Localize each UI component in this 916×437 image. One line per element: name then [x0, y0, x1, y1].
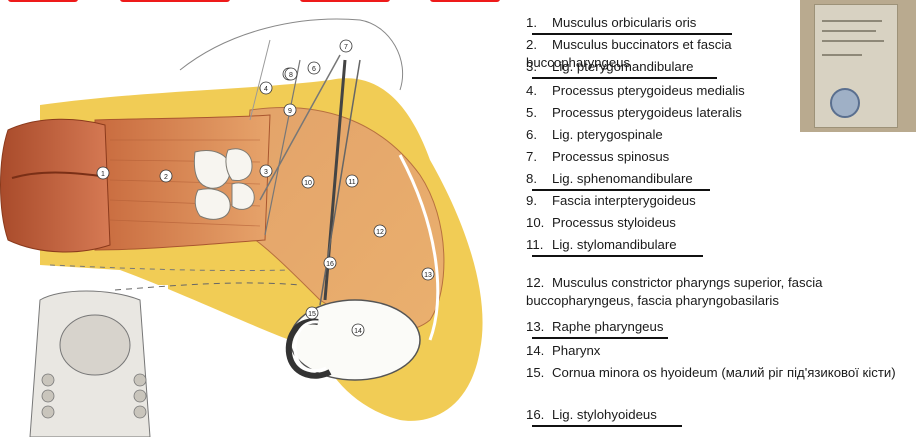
figure-label: 11: [348, 179, 355, 186]
legend-item: 12.Musculus constrictor pharyngs superio…: [526, 274, 906, 310]
figure-label: 7: [344, 44, 348, 51]
legend-item: 4.Processus pterygoideus medialis: [526, 82, 745, 100]
legend-text: Cornua minora os hyoideum (малий ріг під…: [552, 365, 896, 380]
legend-number: 6.: [526, 126, 552, 144]
legend-number: 3.: [526, 58, 552, 76]
legend-text: Processus spinosus: [552, 149, 669, 164]
legend-underline: [532, 189, 710, 191]
figure-label: 15: [308, 311, 316, 318]
buccinator-muscle: [95, 115, 270, 250]
legend-item: 7.Processus spinosus: [526, 148, 669, 166]
figure-label: 3: [264, 169, 268, 176]
figure-label: 10: [304, 180, 312, 187]
legend-item: 14.Pharynx: [526, 342, 600, 360]
legend-item: 16.Lig. stylohyoideus: [526, 406, 657, 424]
orbicularis-oris: [1, 119, 111, 252]
legend-underline: [532, 337, 668, 339]
legend-text: Lig. stylomandibulare: [552, 237, 677, 252]
legend-text: Musculus orbicularis oris: [552, 15, 696, 30]
legend-item: 10.Processus styloideus: [526, 214, 676, 232]
figure-label: 6: [312, 66, 316, 73]
legend-number: 4.: [526, 82, 552, 100]
legend-number: 8.: [526, 170, 552, 188]
figure-label: 13: [424, 272, 432, 279]
legend-item: 5.Processus pterygoideus lateralis: [526, 104, 742, 122]
legend-item: 1.Musculus orbicularis oris: [526, 14, 696, 32]
legend-number: 9.: [526, 192, 552, 210]
legend-number: 16.: [526, 406, 552, 424]
figure-label: 1: [101, 171, 105, 178]
legend-item: 13.Raphe pharyngeus: [526, 318, 663, 336]
legend-item: 6.Lig. pterygospinale: [526, 126, 663, 144]
legend-number: 2.: [526, 36, 552, 54]
legend-number: 14.: [526, 342, 552, 360]
legend-item: 3.Lig. pterygomandibulare: [526, 58, 694, 76]
anatomical-illustration: 12345678910111213141516: [0, 0, 520, 437]
legend-item: 8.Lig. sphenomandibulare: [526, 170, 693, 188]
legend-text: Lig. stylohyoideus: [552, 407, 657, 422]
legend-text: Raphe pharyngeus: [552, 319, 663, 334]
legend-text: Processus pterygoideus medialis: [552, 83, 745, 98]
figure-label: 9: [288, 108, 292, 115]
legend-text: Processus pterygoideus lateralis: [552, 105, 742, 120]
legend-text: Lig. pterygomandibulare: [552, 59, 694, 74]
teeth: [194, 149, 254, 219]
legend-underline: [532, 77, 717, 79]
legend-text: Musculus constrictor pharyngs superior, …: [526, 275, 822, 308]
figure-label: 4: [264, 86, 268, 93]
legend-item: 9.Fascia interpterygoideus: [526, 192, 696, 210]
legend-number: 12.: [526, 274, 552, 292]
legend-underline: [532, 425, 682, 427]
legend-number: 15.: [526, 364, 552, 382]
legend-item: 11.Lig. stylomandibulare: [526, 236, 677, 254]
legend-number: 5.: [526, 104, 552, 122]
legend-text: Lig. sphenomandibulare: [552, 171, 693, 186]
legend-text: Fascia interpterygoideus: [552, 193, 696, 208]
figure-label: 16: [326, 261, 334, 268]
legend-text: Pharynx: [552, 343, 600, 358]
figure-label: 8: [289, 72, 293, 79]
legend-underline: [532, 255, 703, 257]
legend-text: Lig. pterygospinale: [552, 127, 663, 142]
legend-text: Processus styloideus: [552, 215, 676, 230]
legend-number: 7.: [526, 148, 552, 166]
legend-number: 11.: [526, 236, 552, 254]
figure-label: 14: [354, 328, 362, 335]
figure-label: 12: [376, 229, 384, 236]
figure-label: 2: [164, 174, 168, 181]
legend-number: 1.: [526, 14, 552, 32]
legend-underline: [532, 33, 732, 35]
seal-icon: [830, 88, 860, 118]
legend-number: 13.: [526, 318, 552, 336]
legend-number: 10.: [526, 214, 552, 232]
legend-item: 15.Cornua minora os hyoideum (малий ріг …: [526, 364, 906, 382]
